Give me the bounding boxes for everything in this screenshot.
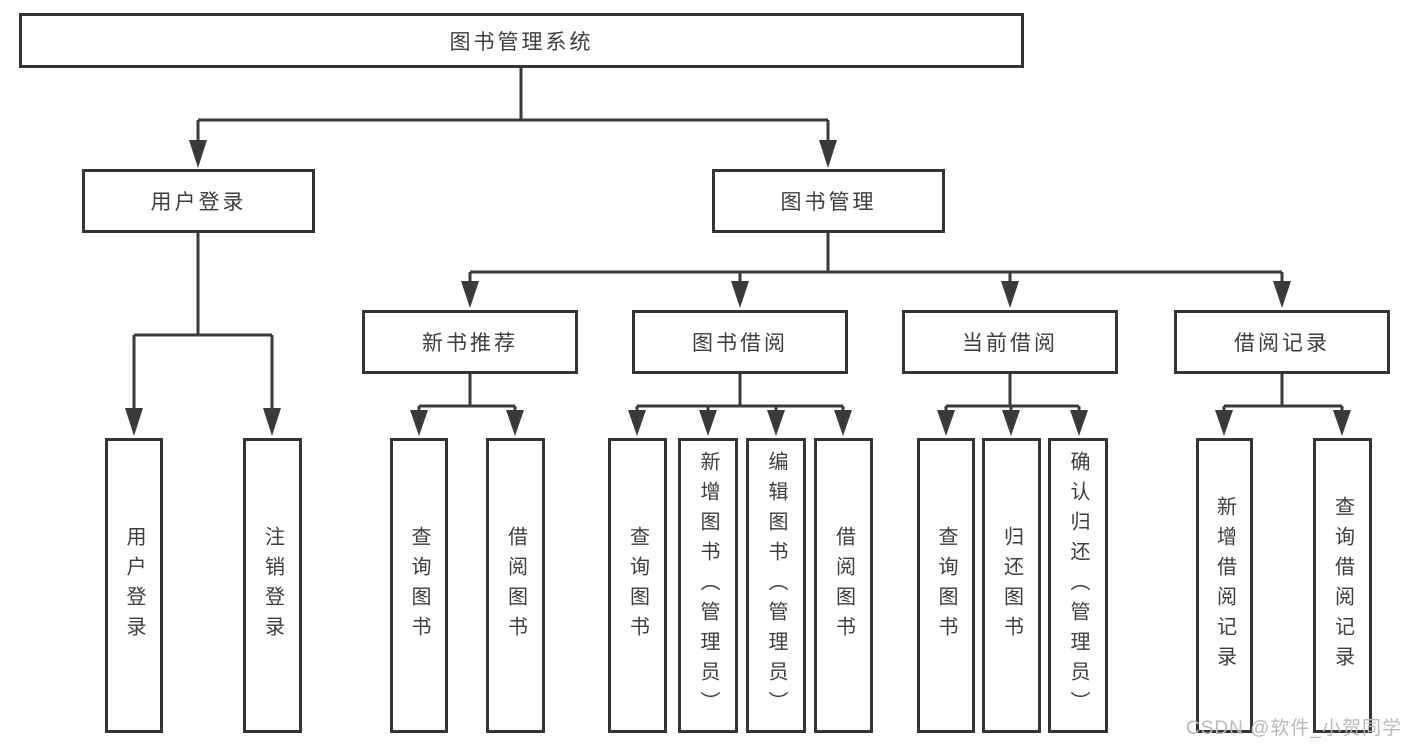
arrowhead	[189, 140, 207, 168]
arrowhead	[1273, 281, 1291, 308]
arrowhead	[819, 140, 837, 168]
connector-recommend-to-leaves	[410, 374, 524, 436]
leaf-record-add: 新增借阅记录	[1196, 438, 1253, 733]
leaf-recommend-borrow-book: 借阅图书	[486, 438, 545, 733]
arrowhead	[125, 408, 143, 436]
connector-user-login-to-leaves	[125, 233, 281, 436]
arrowhead	[1333, 410, 1351, 436]
leaf-current-confirm-return-admin: 确认归还（管理员）	[1048, 438, 1108, 733]
arrowhead	[1002, 410, 1020, 436]
node-root-library-system: 图书管理系统	[19, 13, 1024, 68]
connector-borrow-to-leaves	[628, 374, 852, 436]
node-user-login: 用户登录	[82, 169, 315, 233]
arrowhead	[767, 410, 785, 436]
leaf-borrow-borrow-book: 借阅图书	[814, 438, 873, 733]
connector-book-management-to-sections	[461, 233, 1291, 308]
leaf-user-login: 用户登录	[105, 438, 163, 733]
node-new-book-recommend: 新书推荐	[362, 310, 578, 374]
leaf-logout: 注销登录	[243, 438, 302, 733]
node-borrow-record: 借阅记录	[1174, 310, 1390, 374]
arrowhead	[506, 410, 524, 436]
arrowhead	[263, 408, 281, 436]
leaf-recommend-query-book: 查询图书	[390, 438, 448, 733]
node-current-borrow: 当前借阅	[902, 310, 1118, 374]
leaf-current-query-book: 查询图书	[917, 438, 975, 733]
arrowhead	[1215, 410, 1233, 436]
arrowhead	[731, 281, 749, 308]
node-book-borrow: 图书借阅	[632, 310, 848, 374]
arrowhead	[410, 410, 428, 436]
leaf-borrow-edit-book-admin: 编辑图书（管理员）	[746, 438, 806, 733]
csdn-watermark: CSDN @软件_小贺同学	[1186, 718, 1402, 739]
connector-record-to-leaves	[1215, 374, 1351, 436]
node-book-management: 图书管理	[712, 169, 945, 233]
leaf-borrow-add-book-admin: 新增图书（管理员）	[678, 438, 738, 733]
leaf-current-return-book: 归还图书	[982, 438, 1041, 733]
arrowhead	[461, 281, 479, 308]
arrowhead	[834, 410, 852, 436]
connector-current-to-leaves	[937, 374, 1088, 436]
arrowhead	[628, 410, 646, 436]
leaf-record-query: 查询借阅记录	[1313, 438, 1372, 733]
arrowhead	[937, 410, 955, 436]
arrowhead	[1070, 410, 1088, 436]
connector-root-to-level2	[189, 68, 837, 168]
leaf-borrow-query-book: 查询图书	[608, 438, 667, 733]
arrowhead	[699, 410, 717, 436]
arrowhead	[1001, 281, 1019, 308]
